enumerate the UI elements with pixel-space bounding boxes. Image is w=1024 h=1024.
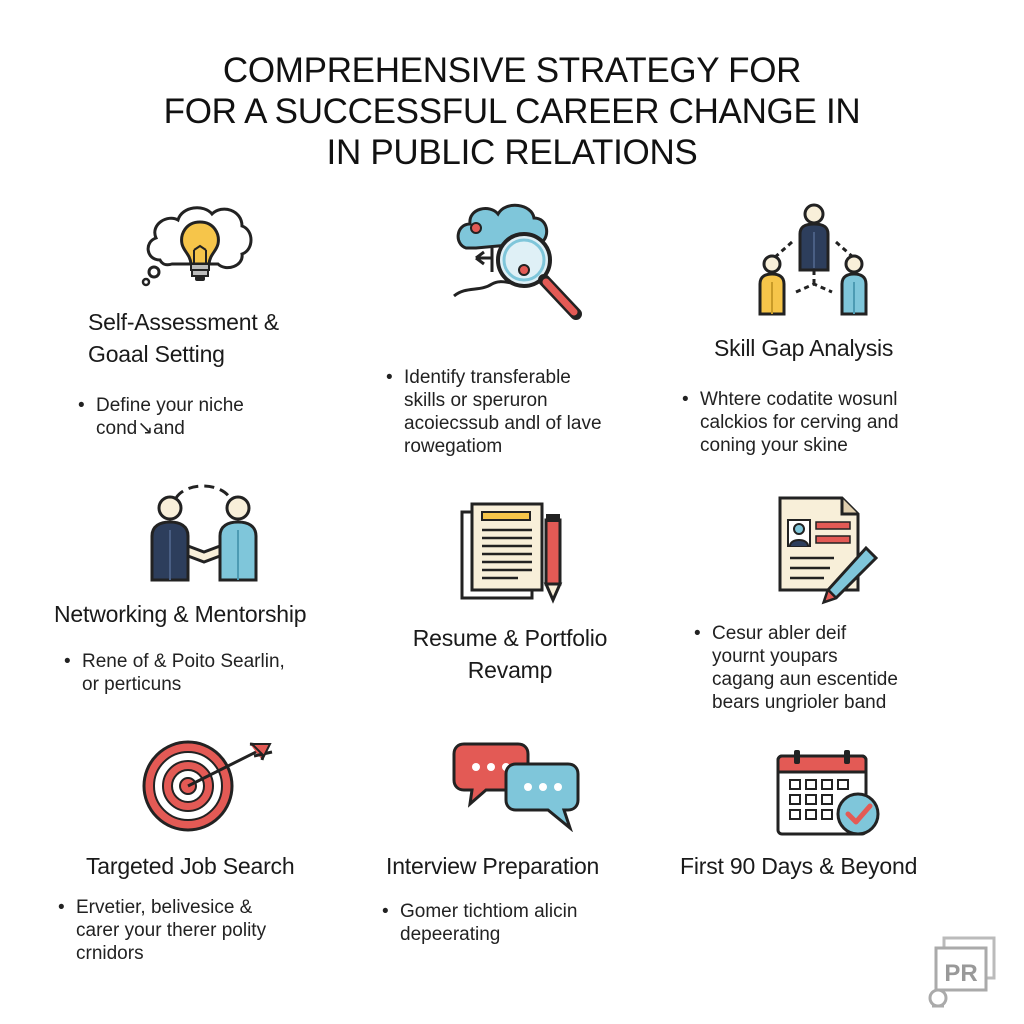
step-bullets: Ervetier, belivesice & carer your therer… [76, 896, 266, 965]
logo-text: PR [944, 960, 977, 987]
team-hierarchy-icon [758, 203, 868, 316]
step-bullets: Whtere codatite wosunl calckios for cerv… [700, 388, 899, 457]
magnifier-tree-icon [453, 203, 582, 320]
step-heading: Networking & Mentorship [54, 601, 307, 627]
calendar-check-icon [776, 750, 880, 836]
step-bullets: Identify transferable skills or speruron… [404, 366, 602, 458]
step-heading: Targeted Job Search [86, 853, 295, 879]
step-heading: Resume & Portfolio Revamp [412, 625, 608, 683]
step-heading: First 90 Days & Beyond [680, 853, 918, 879]
step-heading: Self-Assessment & Goaal Setting [88, 309, 279, 367]
step-bullets: Cesur abler deif yournt youpars cagang a… [712, 622, 898, 714]
pr-logo: PR [924, 934, 1000, 1010]
profile-document-icon [778, 496, 879, 605]
step-heading: Skill Gap Analysis [714, 335, 894, 361]
step-bullets: Rene of & Poito Searlin, or perticuns [82, 650, 285, 696]
title-line-1: COMPREHENSIVE STRATEGY FOR [222, 51, 802, 90]
step-heading: Interview Preparation [386, 853, 600, 879]
title-line-3: IN PUBLIC RELATIONS [326, 133, 698, 172]
page-title: COMPREHENSIVE STRATEGY FOR FOR A SUCCESS… [60, 50, 964, 173]
documents-pen-icon [460, 502, 563, 604]
target-arrow-icon [142, 740, 273, 832]
lightbulb-thought-icon [141, 206, 253, 287]
step-bullets: Gomer tichtiom alicin depeerating [400, 900, 577, 946]
step-bullets: Define your niche cond↘and [96, 394, 244, 440]
speech-bubbles-icon [452, 742, 580, 832]
title-line-2: FOR A SUCCESSFUL CAREER CHANGE IN [163, 92, 861, 131]
handshake-people-icon [150, 484, 258, 582]
